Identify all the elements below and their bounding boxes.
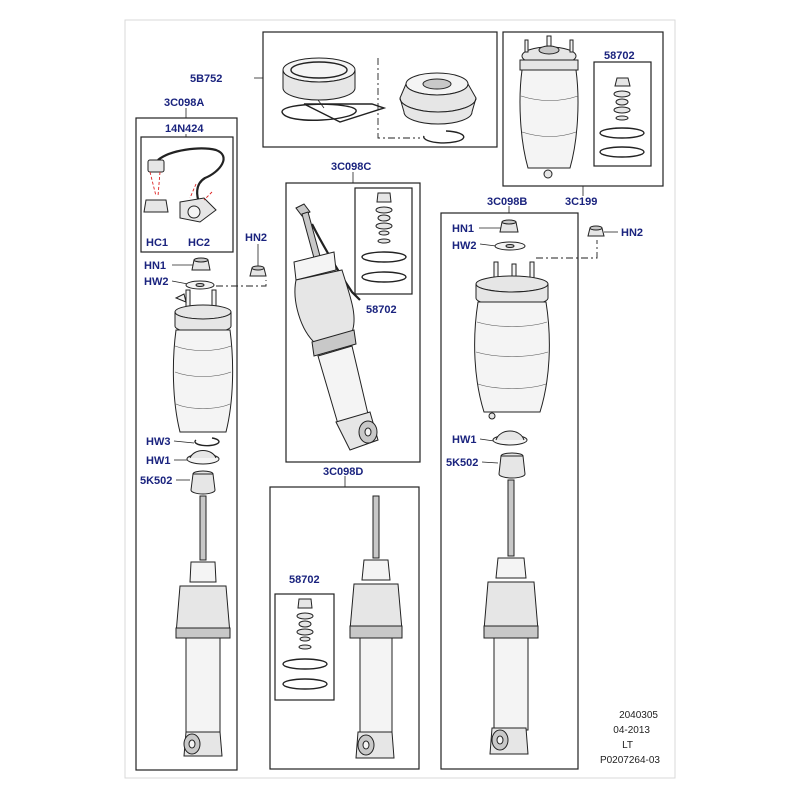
bump-stop-left [190, 470, 216, 495]
label-5k502-right: 5K502 [446, 457, 478, 469]
assembly-line-left [216, 280, 267, 287]
shock-absorber-left [175, 495, 231, 757]
box-front-left-assembly [135, 117, 238, 771]
label-58702-top: 58702 [604, 50, 635, 62]
label-hw1-right: HW1 [452, 434, 476, 446]
footer-date: 04-2013 [613, 725, 650, 736]
harness-part [143, 147, 225, 223]
leader-hw1-right [479, 438, 495, 442]
footer-code: 2040305 [619, 710, 658, 721]
label-58702-rear: 58702 [289, 574, 320, 586]
label-hn2-right: HN2 [621, 227, 643, 239]
label-3c098a: 3C098A [164, 97, 204, 109]
label-5k502-left: 5K502 [140, 475, 172, 487]
leader-hw2-right [479, 243, 497, 247]
label-hn2-left: HN2 [245, 232, 267, 244]
label-hn1-left: HN1 [144, 260, 166, 272]
washer-hw2-right [494, 241, 526, 251]
washer-hw3-left [194, 437, 220, 447]
label-5b752: 5B752 [190, 73, 222, 85]
footer-illustration-id: P0207264-03 [600, 755, 660, 766]
label-hw1-left: HW1 [146, 455, 170, 467]
nut-hn1-left [191, 257, 211, 271]
washer-hw2-left [185, 280, 215, 290]
label-3c098d: 3C098D [323, 466, 363, 478]
washer-hw1-right [492, 430, 528, 446]
label-hc1: HC1 [146, 237, 168, 249]
leader-hw2-left [171, 280, 189, 285]
leader-hw3-left [173, 440, 195, 444]
air-spring-top-right [519, 35, 579, 179]
seal-kit-top-right [599, 77, 645, 158]
nut-hn2-right [587, 225, 605, 237]
air-spring-left [172, 289, 234, 433]
footer-suffix: LT [622, 740, 633, 751]
assembly-line-top [377, 58, 420, 139]
assembly-line-right [536, 240, 598, 259]
nut-hn2-left [249, 265, 267, 277]
box-kit-center [354, 187, 413, 295]
box-harness [140, 136, 234, 253]
bump-stop-right [498, 452, 526, 479]
shock-absorber-right [483, 479, 539, 755]
air-spring-right [474, 261, 550, 420]
top-mount-bearing [399, 72, 477, 125]
box-kit-top-right [593, 61, 652, 167]
box-rear-assembly [269, 486, 420, 770]
shock-absorber-rear [349, 495, 403, 759]
seal-kit-center [361, 192, 407, 283]
label-hw3-left: HW3 [146, 436, 170, 448]
label-3c098b: 3C098B [487, 196, 527, 208]
seal-kit-rear [282, 598, 328, 690]
top-mount-clamp [281, 99, 387, 123]
leader-5k502-right [481, 461, 499, 464]
label-3c098c: 3C098C [331, 161, 371, 173]
box-top-bracket-kit [262, 31, 498, 148]
nut-hn1-right [499, 219, 519, 233]
label-hc2: HC2 [188, 237, 210, 249]
box-right-assembly [440, 212, 579, 770]
shock-strut-center [293, 203, 379, 451]
washer-hw1-left [186, 450, 220, 465]
label-14n424: 14N424 [165, 123, 204, 135]
box-kit-rear [274, 593, 335, 701]
label-hw2-left: HW2 [144, 276, 168, 288]
label-3c199: 3C199 [565, 196, 597, 208]
top-mount-ring [282, 57, 356, 101]
label-hn1-right: HN1 [452, 223, 474, 235]
label-hw2-right: HW2 [452, 240, 476, 252]
top-mount-circlip [423, 130, 465, 144]
label-58702-center: 58702 [366, 304, 397, 316]
